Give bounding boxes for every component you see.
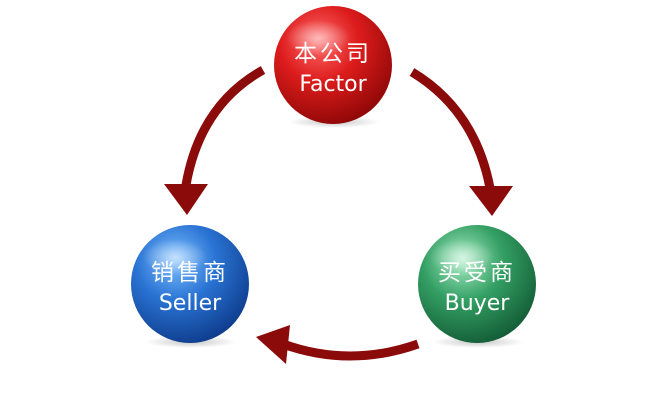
node-factor: 本公司 Factor [274,6,392,128]
arrow-factor-to-buyer [409,68,495,189]
node-buyer: 买受商 Buyer [418,225,536,348]
node-buyer-highlight [430,239,494,275]
node-buyer-label-en: Buyer [445,291,511,316]
node-seller-label-cn: 销售商 [151,260,229,286]
node-factor-label-en: Factor [299,72,367,97]
arrow-buyer-to-seller [281,339,420,361]
arrow-factor-to-seller [181,66,266,186]
arrow-head-buyer [469,186,513,216]
node-factor-label-cn: 本公司 [294,41,372,67]
arrow-head-seller [164,184,208,215]
arrow-head-bottom [256,325,290,364]
node-seller-label-en: Seller [159,291,222,316]
node-seller-highlight [143,239,207,275]
node-buyer-label-cn: 买受商 [438,260,516,286]
node-seller: 销售商 Seller [131,225,249,348]
node-factor-highlight [286,20,350,56]
flow-arrows [164,66,513,364]
